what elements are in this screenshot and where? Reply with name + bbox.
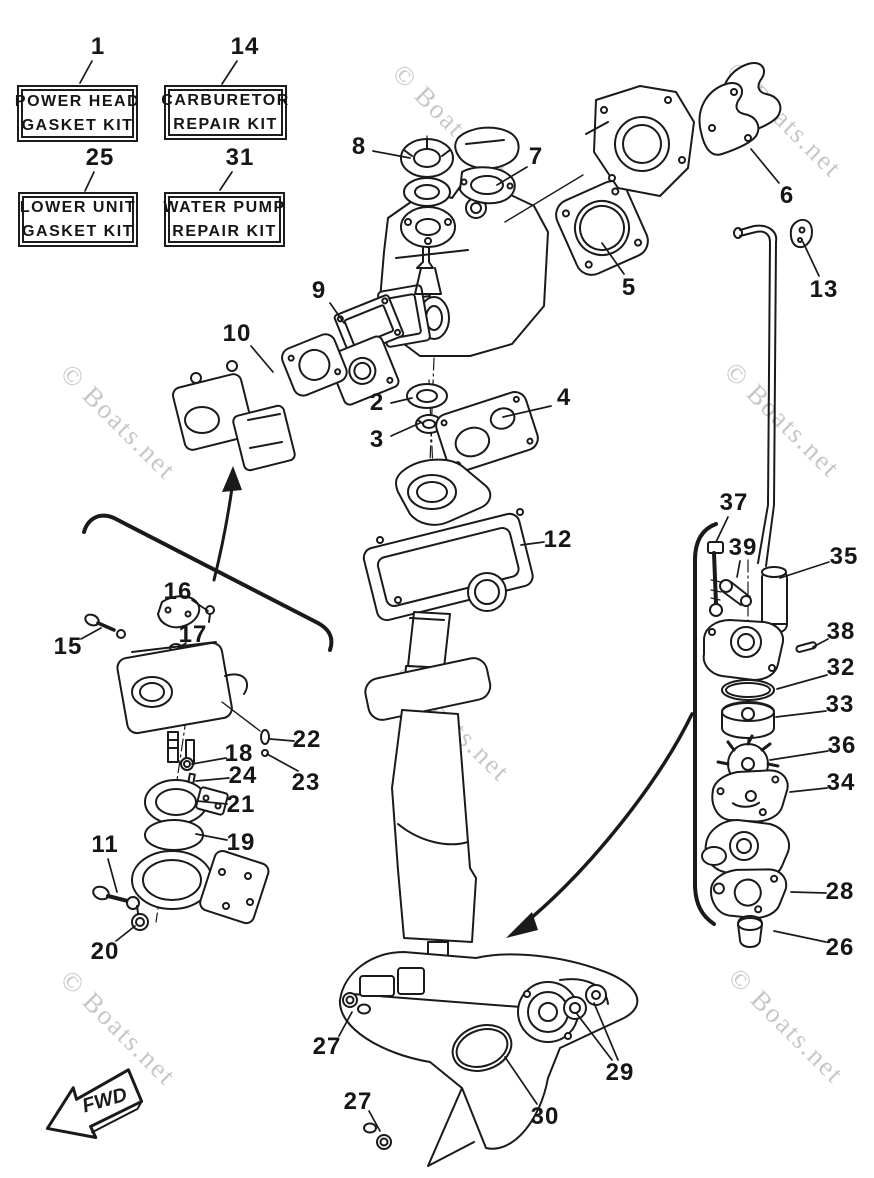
leader-line-26 xyxy=(773,930,827,943)
leader-line-13 xyxy=(802,241,820,277)
leader-line-31 xyxy=(219,171,233,191)
crankcase-block xyxy=(585,85,695,197)
oring-30 xyxy=(451,1024,513,1072)
leader-line-34 xyxy=(789,787,828,793)
head-gasket-5 xyxy=(555,180,649,276)
bearing-stack-8 xyxy=(400,138,456,295)
leader-line-6 xyxy=(750,148,780,184)
leader-line-17 xyxy=(176,642,187,650)
intake-manifold xyxy=(327,335,400,406)
bolt-11 xyxy=(92,885,140,910)
pump-kit-bracket xyxy=(693,522,718,926)
leader-line-7 xyxy=(496,166,528,186)
bolt-27-lower xyxy=(363,1122,392,1150)
leader-line-30 xyxy=(504,1056,538,1105)
leader-line-35 xyxy=(779,561,830,579)
leader-line-3 xyxy=(390,422,421,437)
leader-line-12 xyxy=(520,541,545,546)
leader-line-20 xyxy=(115,925,136,942)
leader-line-27 xyxy=(338,1011,353,1037)
carb-install-arrow xyxy=(212,466,242,582)
leader-line-38 xyxy=(812,638,829,648)
seals-29 xyxy=(563,984,607,1020)
leader-line-10 xyxy=(250,345,274,373)
leader-line-28 xyxy=(790,891,827,894)
leader-line-19 xyxy=(195,833,228,841)
leader-line-25 xyxy=(84,171,95,192)
leader-line-22 xyxy=(269,738,295,742)
leader-line-29 xyxy=(593,1002,619,1061)
driveshaft-housing xyxy=(364,611,492,943)
leader-line-39 xyxy=(736,560,741,578)
leader-line-33 xyxy=(775,710,827,718)
oil-seal-2 xyxy=(406,383,448,409)
leader-line-32 xyxy=(776,674,828,690)
leader-line-27 xyxy=(368,1110,381,1132)
leader-line-15 xyxy=(80,627,102,640)
water-pump-kit-parts xyxy=(701,541,817,948)
lower-unit-gearcase xyxy=(338,941,639,1167)
leader-line-8 xyxy=(372,150,411,159)
leader-line-21 xyxy=(196,800,228,805)
leader-line-9 xyxy=(329,302,345,324)
leader-lines xyxy=(79,60,830,1132)
leader-line-29 xyxy=(576,1013,613,1061)
carburetor-detail xyxy=(84,595,270,925)
bolt-27-upper xyxy=(342,992,371,1015)
upper-casing-12 xyxy=(362,458,534,622)
base-gasket-4 xyxy=(435,391,539,473)
leader-line-36 xyxy=(769,750,829,761)
carburetor-upper xyxy=(171,360,296,472)
nut-20 xyxy=(131,905,149,931)
exhaust-gaskets-6 xyxy=(698,62,782,156)
leader-line-2 xyxy=(390,397,413,404)
leader-line-18 xyxy=(191,757,227,765)
leader-line-5 xyxy=(601,242,625,275)
fwd-arrow: FWD xyxy=(45,1068,144,1139)
leader-line-24 xyxy=(195,777,230,782)
leader-line-37 xyxy=(715,516,729,543)
water-pipe xyxy=(733,224,778,567)
thermostat-cover-7 xyxy=(454,126,520,205)
pump-install-arrow xyxy=(506,712,694,938)
leader-line-23 xyxy=(266,753,299,772)
carb-gasket-10 xyxy=(281,333,348,397)
pipe-clamp-13 xyxy=(789,218,813,248)
leader-line-4 xyxy=(502,405,552,418)
leader-line-16 xyxy=(191,599,209,612)
leader-line-1 xyxy=(79,60,93,84)
leader-line-11 xyxy=(107,858,118,893)
leader-line-14 xyxy=(221,60,238,85)
